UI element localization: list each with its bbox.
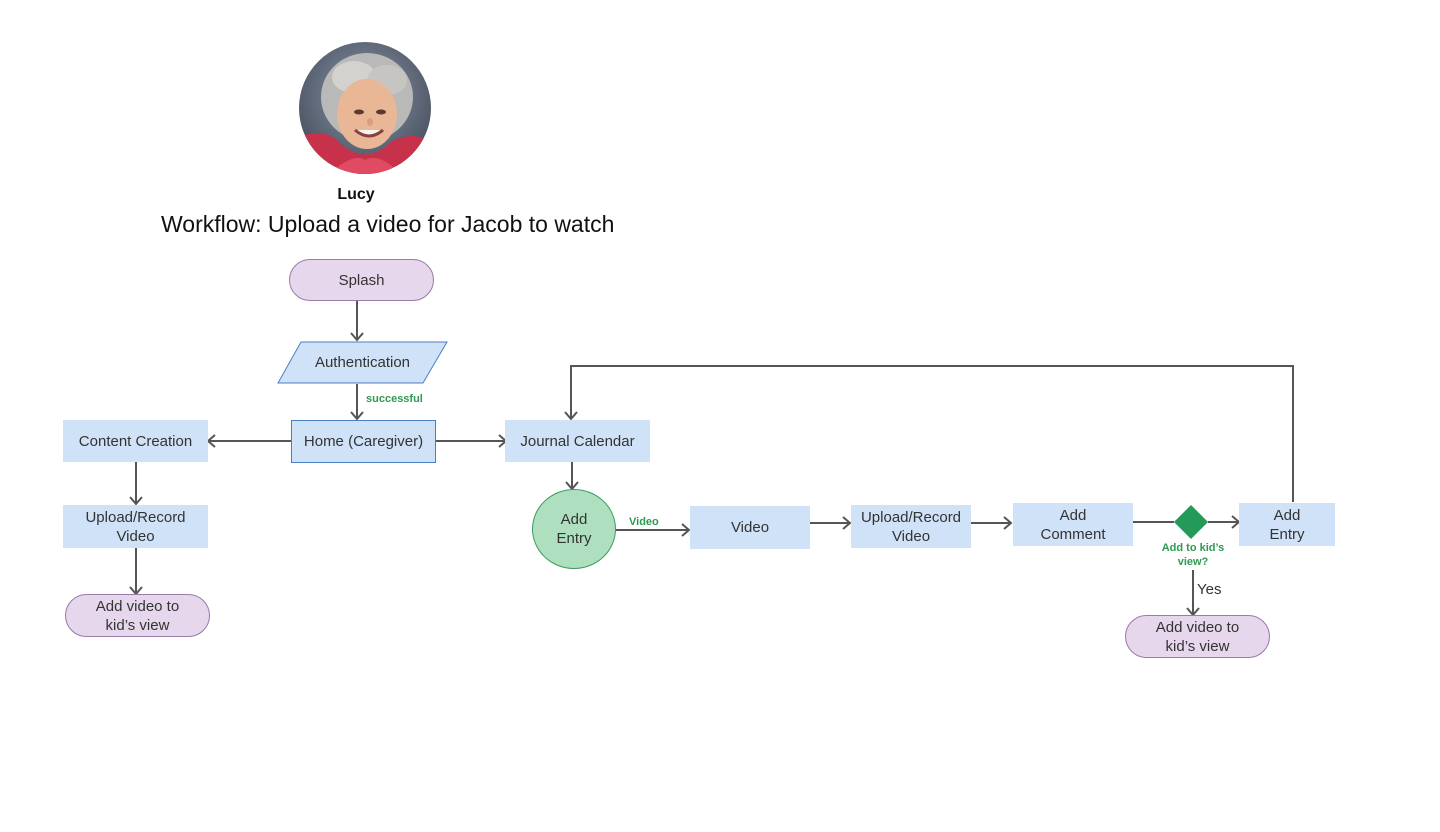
node-label: Add Entry	[556, 511, 592, 547]
workflow-title: Workflow: Upload a video for Jacob to wa…	[161, 211, 615, 237]
decision-diamond	[1174, 505, 1208, 539]
persona-avatar	[299, 42, 431, 174]
node-add-comment[interactable]: Add Comment	[1013, 503, 1133, 546]
node-label: Add Entry	[1269, 506, 1305, 543]
node-video[interactable]: Video	[690, 506, 810, 549]
node-label: Journal Calendar	[520, 432, 635, 450]
node-label: Content Creation	[78, 432, 193, 450]
elderly-woman-portrait-icon	[299, 42, 431, 174]
node-label: Splash	[338, 271, 385, 289]
node-home-caregiver[interactable]: Home (Caregiver)	[291, 420, 436, 463]
node-upload-record-video-right[interactable]: Upload/Record Video	[851, 505, 971, 548]
edge-label-yes: Yes	[1197, 581, 1222, 598]
parallelogram-shape	[277, 341, 448, 384]
node-label: Add video to kid’s view	[95, 597, 180, 634]
node-add-video-kids-view-left[interactable]: Add video to kid’s view	[65, 594, 210, 637]
node-add-entry-start[interactable]: Add Entry	[532, 489, 616, 569]
node-label: Home (Caregiver)	[303, 433, 424, 450]
node-label: Add video to kid’s view	[1155, 618, 1240, 655]
node-add-entry-right[interactable]: Add Entry	[1239, 503, 1335, 546]
node-splash[interactable]: Splash	[289, 259, 434, 301]
edge-label-video: Video	[629, 516, 659, 528]
node-label: Video	[730, 519, 770, 536]
decision-label: Add to kid’s view?	[1161, 542, 1225, 568]
node-journal-calendar[interactable]: Journal Calendar	[505, 420, 650, 462]
node-label: Add Comment	[1040, 506, 1106, 543]
node-label: Upload/Record Video	[860, 508, 962, 545]
edge-loop-journal	[570, 365, 1294, 502]
node-content-creation[interactable]: Content Creation	[63, 420, 208, 462]
node-authentication[interactable]: Authentication	[277, 341, 448, 384]
node-add-video-kids-view-right[interactable]: Add video to kid’s view	[1125, 615, 1270, 658]
node-upload-record-video-left[interactable]: Upload/Record Video	[63, 505, 208, 548]
persona-name: Lucy	[337, 186, 375, 203]
edge-label-successful: successful	[366, 393, 423, 405]
node-label: Upload/Record Video	[85, 508, 186, 545]
node-label: Authentication	[314, 354, 411, 371]
